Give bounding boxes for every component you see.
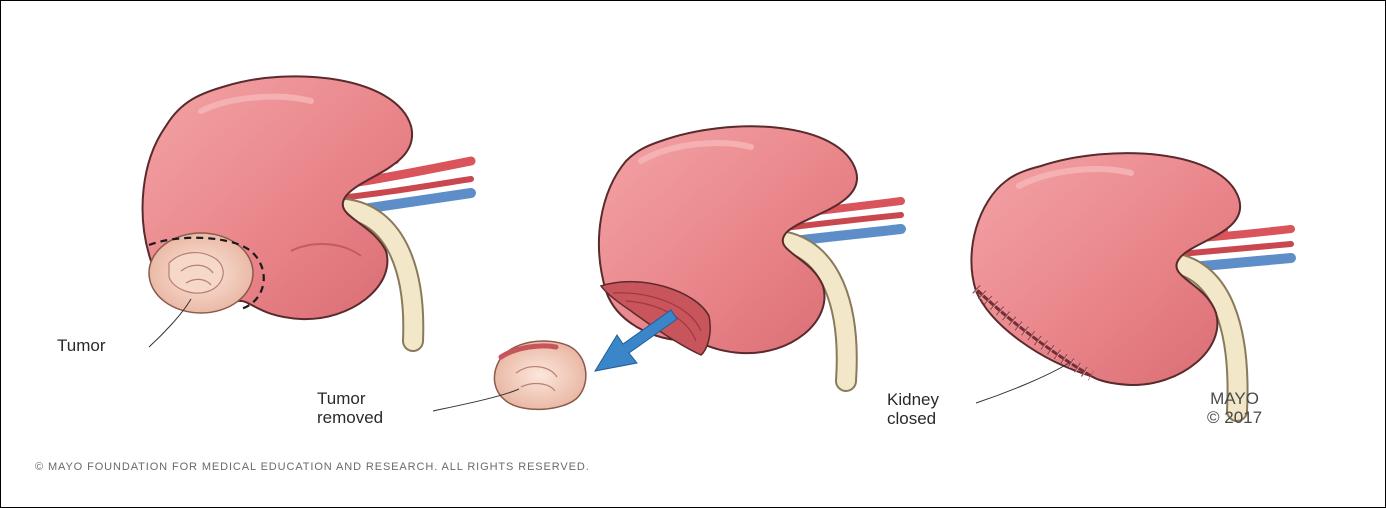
mayo-mark: MAYO © 2017 [1207,389,1262,427]
mayo-mark-line1: MAYO [1207,389,1262,408]
label-kidney-closed-line2: closed [887,409,939,428]
mayo-mark-line2: © 2017 [1207,408,1262,427]
label-tumor-line: Tumor [57,336,106,355]
label-tumor-removed-line2: removed [317,408,383,427]
kidney-closed [971,153,1291,411]
removed-tumor [494,341,585,409]
label-tumor-removed-line1: Tumor [317,389,383,408]
label-kidney-closed-line1: Kidney [887,390,939,409]
label-tumor: Tumor [57,336,106,355]
kidney-tumor-removed [433,126,901,411]
kidney-with-tumor [143,76,471,347]
label-tumor-removed: Tumor removed [317,389,383,427]
copyright-notice: © MAYO FOUNDATION FOR MEDICAL EDUCATION … [35,461,590,473]
leader-line-kidney-closed [976,363,1069,403]
label-kidney-closed: Kidney closed [887,390,939,428]
